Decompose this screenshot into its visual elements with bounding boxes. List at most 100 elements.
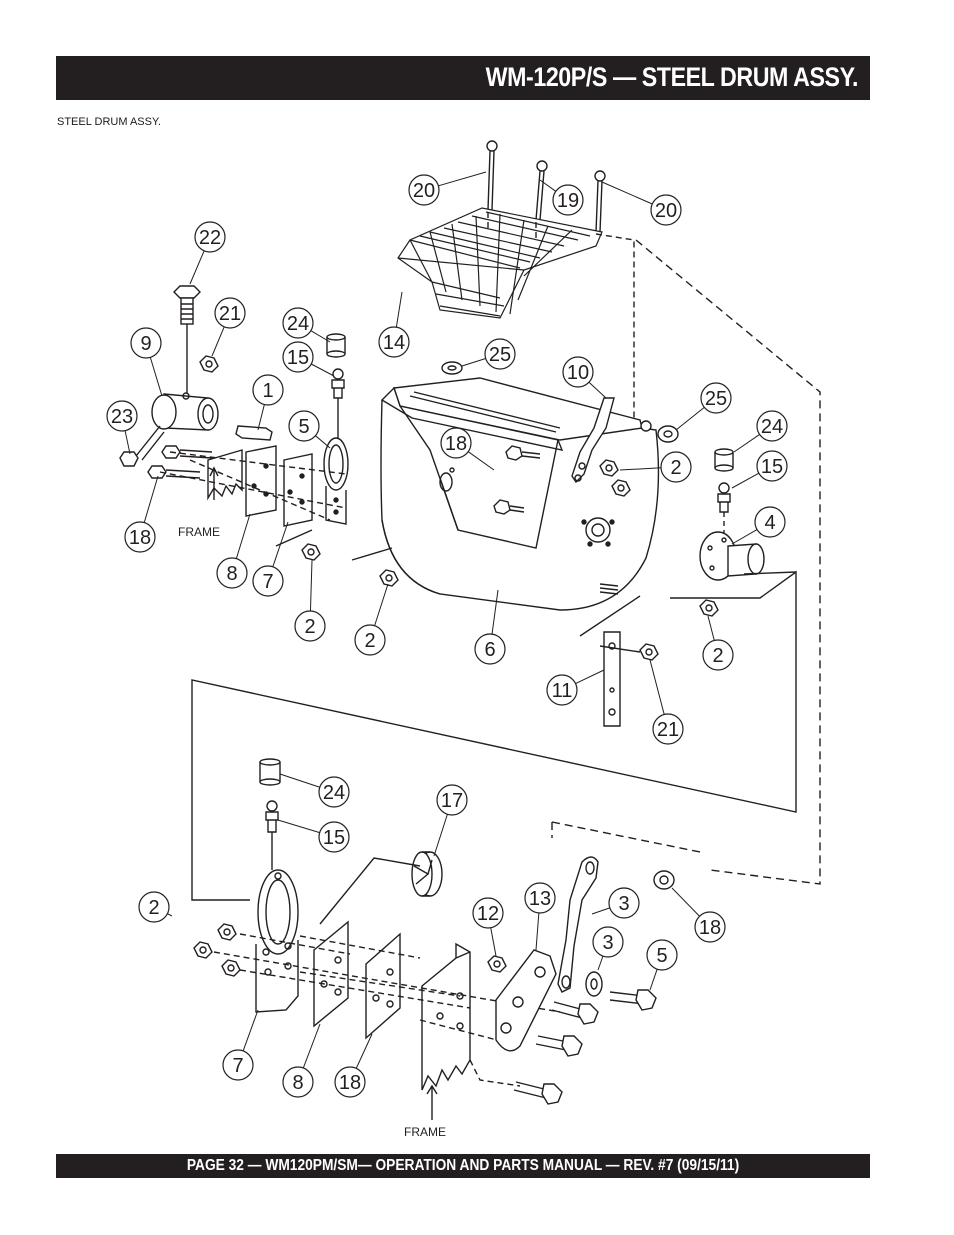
callout-balloon: [252, 565, 284, 597]
hex-nut-2-b: [379, 569, 399, 587]
latch-plate: [495, 949, 557, 1052]
callout-balloon: [318, 821, 350, 853]
page-title: WM-120P/S — STEEL DRUM ASSY.: [485, 62, 859, 92]
leader-line: [310, 330, 331, 343]
leader-line: [143, 475, 159, 523]
callout-balloon: [124, 521, 156, 553]
cotter-pin-center: [535, 160, 548, 221]
callout-balloon: [130, 327, 162, 359]
hex-nut-2-c: [599, 459, 619, 477]
leader-line: [649, 659, 665, 715]
callout-balloon: [660, 451, 692, 483]
leader-line: [277, 819, 320, 834]
drum-collar: [151, 392, 219, 431]
callout-number: 3: [602, 932, 613, 954]
callout-number: 18: [129, 527, 151, 549]
callout-balloon: [282, 307, 314, 339]
callout-balloon: [650, 194, 682, 226]
callout-number: 24: [287, 313, 309, 335]
grease-cap-right: [714, 448, 734, 472]
leader-line: [211, 326, 225, 357]
callout-number: 25: [705, 388, 727, 410]
callout-balloon: [646, 939, 678, 971]
callout-number: 25: [489, 344, 511, 366]
leader-line: [433, 814, 448, 857]
grease-fitting-lower: [265, 800, 279, 870]
hex-bolt-18-lower-c: [535, 1035, 583, 1057]
callout-number: 18: [445, 433, 467, 455]
callout-number: 19: [557, 190, 579, 212]
small-lock-washer: [640, 420, 652, 432]
leader-line: [242, 1009, 259, 1052]
callout-balloon: [318, 776, 350, 808]
callout-number: 20: [413, 180, 435, 202]
shim-plate-upper: [245, 445, 277, 517]
leader-line: [311, 363, 335, 377]
leader-line: [707, 615, 715, 641]
callout-balloon: [562, 356, 594, 388]
callout-number: 2: [364, 630, 375, 652]
grease-cap-upper: [326, 333, 346, 358]
leader-line: [395, 291, 403, 328]
callout-leaders: [124, 171, 760, 1069]
hex-bolt-18-lower-a: [609, 989, 657, 1011]
callout-balloon: [652, 713, 684, 745]
callout-balloon: [294, 610, 326, 642]
leader-line: [461, 358, 486, 367]
callout-balloon: [194, 221, 226, 253]
callout-balloon: [288, 410, 320, 442]
safety-grate: [397, 207, 603, 319]
hex-bolt-22: [173, 285, 201, 394]
hex-bolt-18-lower-b: [551, 1001, 599, 1025]
callout-number: 8: [226, 563, 237, 585]
callout-balloon: [524, 882, 556, 914]
callout-number: 15: [287, 347, 309, 369]
callout-number: 5: [298, 416, 309, 438]
cotter-pin-right: [594, 170, 606, 233]
bearing-mount-lower: [255, 869, 299, 1013]
leader-line: [309, 559, 313, 612]
leader-line: [649, 969, 658, 991]
footer-bar: PAGE 32 — WM120PM/SM— OPERATION AND PART…: [56, 1154, 870, 1178]
callout-balloon: [694, 911, 726, 943]
leader-line: [189, 250, 205, 285]
callout-number: 23: [111, 406, 133, 428]
callout-balloon: [334, 1066, 366, 1098]
hex-nut-2-i: [487, 955, 507, 973]
leader-line: [235, 513, 251, 559]
callout-balloon: [756, 410, 788, 442]
callout-balloon: [378, 326, 410, 358]
callout-number: 22: [199, 227, 221, 249]
callout-balloon: [282, 1066, 314, 1098]
callout-balloon: [408, 174, 440, 206]
callout-balloon: [754, 506, 786, 538]
shaft-key: [235, 425, 273, 441]
spacer-plate-lower: [313, 920, 349, 1028]
leader-line: [279, 773, 320, 788]
leader-line: [257, 404, 265, 431]
leader-line: [539, 179, 557, 192]
callout-number: 20: [655, 200, 677, 222]
leader-line: [302, 1023, 321, 1069]
callout-balloon: [138, 891, 170, 923]
frame-section-lower: [421, 942, 471, 1120]
callout-balloon: [700, 382, 732, 414]
hex-bolt-18-upper-b: [147, 465, 201, 479]
callout-number: 6: [484, 639, 495, 661]
latch-link: [557, 856, 599, 993]
callout-number: 1: [262, 380, 273, 402]
leader-line: [467, 451, 495, 471]
callout-number: 13: [529, 888, 551, 910]
leader-line: [619, 467, 662, 471]
leader-line: [588, 381, 607, 399]
leader-line: [731, 529, 758, 545]
callout-number: 21: [219, 303, 241, 325]
hex-bolt-18-lower-d: [513, 1081, 563, 1105]
callout-balloon: [702, 639, 734, 671]
callout-number: 4: [764, 512, 775, 534]
callout-number: 24: [323, 782, 345, 804]
callout-number: 2: [148, 897, 159, 919]
callout-number: 15: [323, 827, 345, 849]
diagram-subtitle: STEEL DRUM ASSY.: [57, 116, 161, 128]
callout-number: 7: [262, 571, 273, 593]
